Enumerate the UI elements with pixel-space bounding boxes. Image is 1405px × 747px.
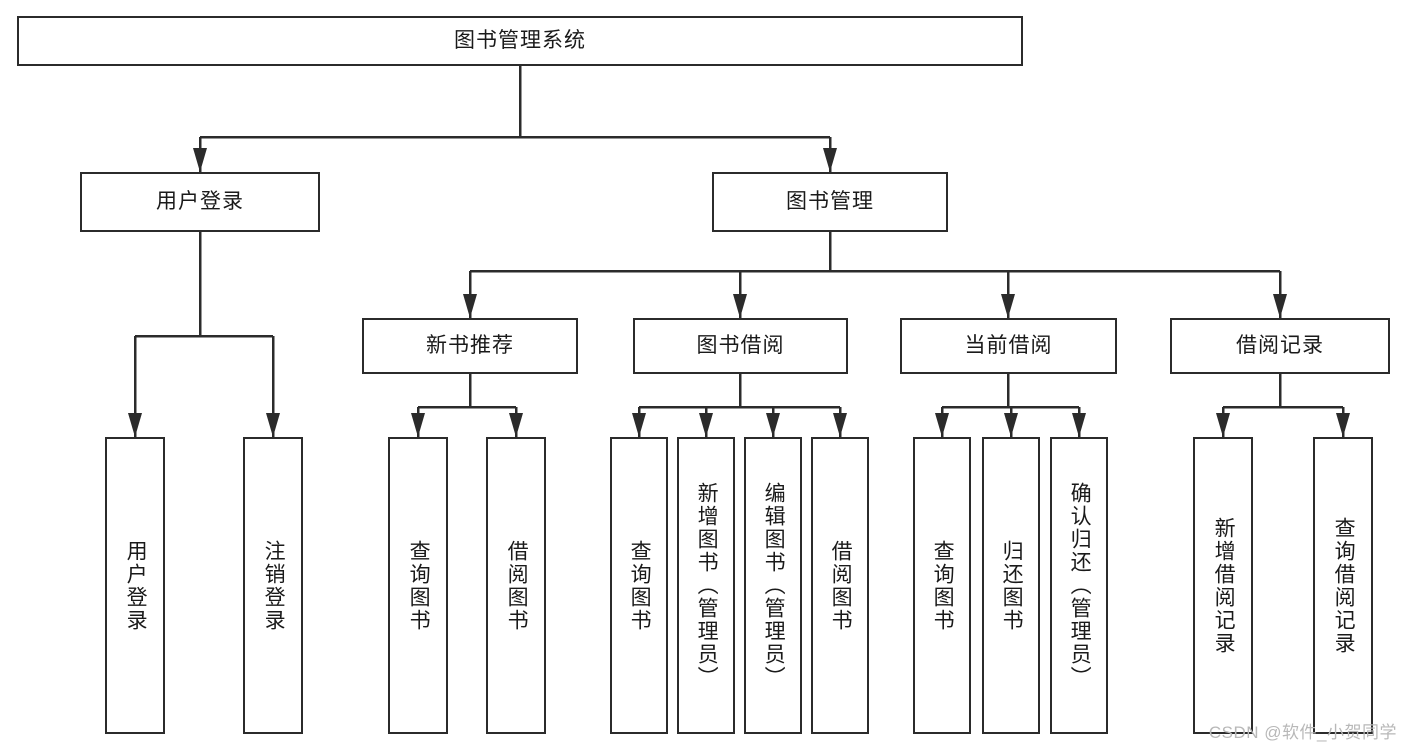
node-book-manage[interactable]: 图书管理 [712,172,948,232]
node-book-borrow[interactable]: 图书借阅 [633,318,848,374]
watermark: CSDN @软件_小贺同学 [1208,723,1397,742]
node-leaf-add-record-label: 新增借阅记录 [1212,516,1236,655]
node-new-book-recommend-label: 新书推荐 [426,334,514,358]
node-current-borrow[interactable]: 当前借阅 [900,318,1117,374]
node-leaf-query-book-2[interactable]: 查询图书 [610,437,668,734]
node-leaf-borrow-book-2-label: 借阅图书 [829,539,853,632]
node-book-manage-label: 图书管理 [786,190,874,214]
node-leaf-add-book[interactable]: 新增图书（管理员） [677,437,735,734]
node-leaf-return-book-label: 归还图书 [1000,539,1024,632]
node-leaf-query-record[interactable]: 查询借阅记录 [1313,437,1373,734]
node-user-login[interactable]: 用户登录 [80,172,320,232]
node-leaf-query-book-3-label: 查询图书 [931,539,955,632]
node-leaf-query-book-1[interactable]: 查询图书 [388,437,448,734]
node-leaf-return-book[interactable]: 归还图书 [982,437,1040,734]
node-leaf-borrow-book-2[interactable]: 借阅图书 [811,437,869,734]
node-leaf-user-login-label: 用户登录 [124,539,148,632]
node-leaf-add-record[interactable]: 新增借阅记录 [1193,437,1253,734]
node-leaf-borrow-book-1-label: 借阅图书 [505,539,529,632]
node-leaf-confirm-return[interactable]: 确认归还（管理员） [1050,437,1108,734]
node-leaf-logout[interactable]: 注销登录 [243,437,303,734]
node-leaf-edit-book-label: 编辑图书（管理员） [762,482,786,689]
node-new-book-recommend[interactable]: 新书推荐 [362,318,578,374]
node-leaf-query-book-3[interactable]: 查询图书 [913,437,971,734]
node-leaf-edit-book[interactable]: 编辑图书（管理员） [744,437,802,734]
node-leaf-confirm-return-label: 确认归还（管理员） [1068,482,1092,689]
node-book-borrow-label: 图书借阅 [696,334,785,358]
node-leaf-logout-label: 注销登录 [262,539,286,632]
node-leaf-add-book-label: 新增图书（管理员） [695,482,719,689]
node-root-label: 图书管理系统 [454,29,586,53]
node-leaf-borrow-book-1[interactable]: 借阅图书 [486,437,546,734]
node-leaf-query-book-1-label: 查询图书 [407,539,431,632]
node-leaf-user-login[interactable]: 用户登录 [105,437,165,734]
node-root[interactable]: 图书管理系统 [17,16,1023,66]
node-borrow-record-label: 借阅记录 [1236,334,1324,358]
node-current-borrow-label: 当前借阅 [964,334,1053,358]
node-leaf-query-book-2-label: 查询图书 [628,539,652,632]
node-leaf-query-record-label: 查询借阅记录 [1332,516,1356,655]
node-user-login-label: 用户登录 [156,190,244,214]
node-borrow-record[interactable]: 借阅记录 [1170,318,1390,374]
